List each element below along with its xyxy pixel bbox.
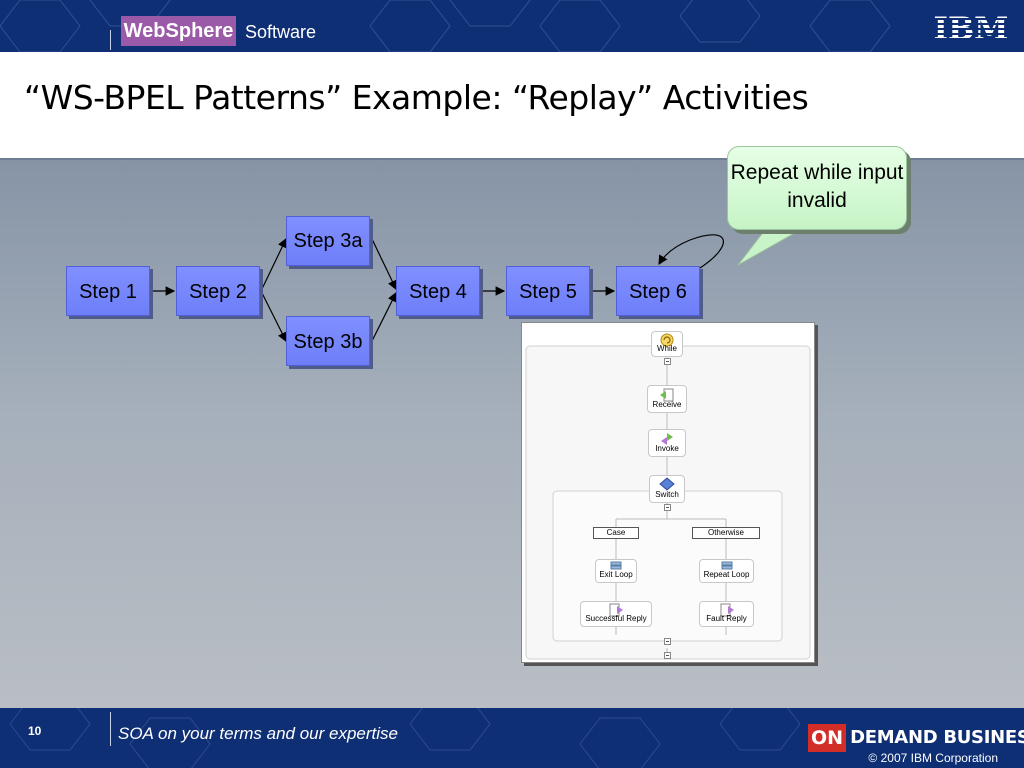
step-3a-box: Step 3a <box>286 216 370 266</box>
while-activity[interactable]: While <box>651 331 683 357</box>
otherwise-label[interactable]: Otherwise <box>692 527 760 539</box>
arrow-step3a-step4 <box>371 238 397 291</box>
receive-icon <box>660 388 674 402</box>
switch-label: Switch <box>655 490 679 499</box>
switch-collapse-icon[interactable] <box>664 504 671 511</box>
svg-text:IBM: IBM <box>934 11 1008 42</box>
step-4-box: Step 4 <box>396 266 480 316</box>
footer-bar: 10 SOA on your terms and our expertise O… <box>0 708 1024 768</box>
receive-activity[interactable]: Receive <box>647 385 687 413</box>
while-collapse-icon[interactable] <box>664 358 671 365</box>
switch-activity[interactable]: Switch <box>649 475 685 503</box>
step-5-box: Step 5 <box>506 266 590 316</box>
invoke-icon <box>661 433 673 445</box>
hex-pattern-decoration <box>9 708 801 768</box>
odb-text: DEMAND BUSINESS <box>850 727 1024 748</box>
assign-icon <box>610 561 622 570</box>
arrow-step3b-step4 <box>371 291 397 342</box>
footer-tagline: SOA on your terms and our expertise <box>118 724 399 743</box>
assign-icon <box>721 561 732 570</box>
case-label[interactable]: Case <box>593 527 639 539</box>
repeat-loop-label: Repeat Loop <box>703 570 750 579</box>
odb-on-mark: ON <box>808 724 847 752</box>
websphere-logo: WebSphere <box>121 16 236 46</box>
flow-arrows <box>152 229 802 343</box>
fault-reply-label: Fault Reply <box>706 614 747 623</box>
reply-icon <box>609 603 623 617</box>
diagram-canvas: Step 1 Step 2 Step 3a Step 3b Step 4 Ste… <box>0 158 1024 708</box>
copyright-text: © 2007 IBM Corporation <box>868 751 998 765</box>
reply-icon <box>720 603 734 617</box>
exit-loop-label: Exit Loop <box>599 570 633 579</box>
header-divider <box>110 30 111 50</box>
invoke-activity[interactable]: Invoke <box>648 429 686 457</box>
footer-divider <box>110 712 111 746</box>
receive-label: Receive <box>652 400 682 409</box>
switch-end-collapse-icon[interactable] <box>664 638 671 645</box>
bpel-process-view: While Receive Invoke Switch Case Otherwi… <box>521 322 815 663</box>
while-end-collapse-icon[interactable] <box>664 652 671 659</box>
step-2-box: Step 2 <box>176 266 260 316</box>
header-bar: WebSphere Software IBM <box>0 0 1024 52</box>
exit-loop-activity[interactable]: Exit Loop <box>595 559 637 583</box>
step-6-box: Step 6 <box>616 266 700 316</box>
while-loop-icon <box>660 333 674 347</box>
repeat-callout: Repeat while input invalid <box>727 146 907 230</box>
step-3b-box: Step 3b <box>286 316 370 366</box>
page-number: 10 <box>28 724 42 738</box>
successful-reply-activity[interactable]: Successful Reply <box>580 601 652 627</box>
repeat-loop-activity[interactable]: Repeat Loop <box>699 559 754 583</box>
arrow-step2-step3b <box>260 290 287 343</box>
while-label: While <box>656 344 677 353</box>
loop-arrow-step6 <box>658 234 724 269</box>
arrow-step2-step3a <box>260 237 287 292</box>
step-1-box: Step 1 <box>66 266 150 316</box>
invoke-label: Invoke <box>655 444 679 453</box>
ibm-logo: IBM <box>934 11 1008 42</box>
slide-title: “WS-BPEL Patterns” Example: “Replay” Act… <box>24 78 809 117</box>
callout-tail <box>737 229 802 266</box>
successful-reply-label: Successful Reply <box>585 614 647 623</box>
switch-diamond-icon <box>659 477 675 491</box>
software-label: Software <box>245 22 317 42</box>
fault-reply-activity[interactable]: Fault Reply <box>699 601 754 627</box>
